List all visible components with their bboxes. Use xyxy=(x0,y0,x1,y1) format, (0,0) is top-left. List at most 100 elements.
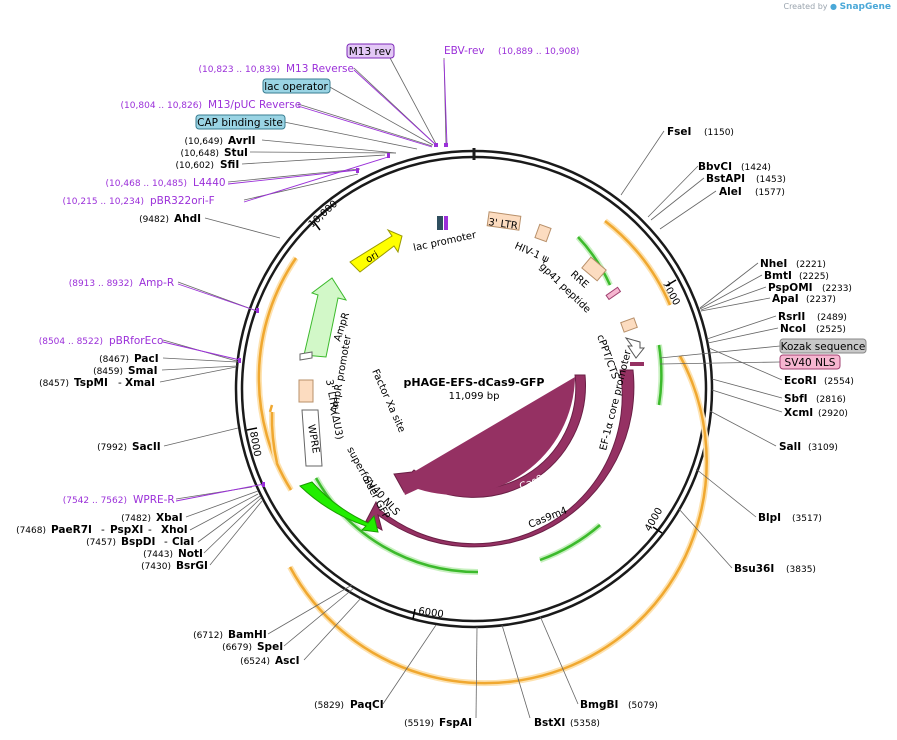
paqci-label[interactable]: PaqCI xyxy=(350,699,384,711)
credit-brand: SnapGene xyxy=(839,2,891,12)
leader-xcmi xyxy=(711,389,783,413)
fsei-label[interactable]: FseI xyxy=(667,126,691,138)
m13rev-badge[interactable] xyxy=(346,43,395,59)
sbfi-label[interactable]: SbfI xyxy=(784,393,808,405)
tick-8000 xyxy=(246,427,258,431)
l4440-label[interactable]: L4440 xyxy=(193,177,226,189)
cap-binding-badge[interactable] xyxy=(195,114,286,130)
bstapi-label[interactable]: BstAPI xyxy=(706,173,745,185)
ecori-label[interactable]: EcoRI xyxy=(784,375,817,387)
primer-leader-wprer xyxy=(175,483,265,502)
sfii-label[interactable]: SfiI xyxy=(220,159,239,171)
xmai-label[interactable]: XmaI xyxy=(125,377,155,389)
bstxi-label[interactable]: BstXI xyxy=(534,717,565,729)
avrii-label[interactable]: AvrII xyxy=(228,135,256,147)
sali-label[interactable]: SalI xyxy=(779,441,801,453)
sacii-coord: (7992) xyxy=(97,443,127,453)
pspxi-label[interactable]: PspXI xyxy=(110,524,143,536)
leader-apai xyxy=(700,297,771,312)
bsu36i-coord: (3835) xyxy=(786,565,816,575)
pspomi-label[interactable]: PspOMI xyxy=(768,282,813,294)
bsrgi-label[interactable]: BsrGI xyxy=(176,560,208,572)
lac-operator-badge[interactable] xyxy=(262,78,331,94)
left-labels: M13 rev (10,823 .. 10,839) M13 Reverse l… xyxy=(16,43,395,667)
tick-label-8000: 8000 xyxy=(247,431,262,458)
xhoi-label[interactable]: XhoI xyxy=(161,524,188,536)
ahdi-label[interactable]: AhdI xyxy=(174,213,201,225)
ebv-rev-label[interactable]: EBV-rev xyxy=(444,45,485,57)
avrii-coord: (10,649) xyxy=(184,137,223,147)
cap-binding-label: CAP binding site xyxy=(197,117,283,129)
lac-operator-feature xyxy=(437,216,443,230)
pbrforeco-coord: (8504 .. 8522) xyxy=(39,337,103,347)
ecori-coord: (2554) xyxy=(824,377,854,387)
blpi-label[interactable]: BlpI xyxy=(758,512,781,524)
sfii-coord: (10,602) xyxy=(175,161,214,171)
asci-label[interactable]: AscI xyxy=(275,655,300,667)
sacii-label[interactable]: SacII xyxy=(132,441,161,453)
rsrii-label[interactable]: RsrII xyxy=(778,311,805,323)
stui-label[interactable]: StuI xyxy=(224,147,248,159)
l4440-coord: (10,468 .. 10,485) xyxy=(106,179,187,189)
rre-feature xyxy=(581,256,607,282)
ampr-primer-label[interactable]: Amp-R xyxy=(139,277,174,289)
noti-label[interactable]: NotI xyxy=(178,548,203,560)
xbai-coord: (7482) xyxy=(121,514,151,524)
m13puc-label[interactable]: M13/pUC Reverse xyxy=(208,99,301,111)
leader-avrii xyxy=(261,139,397,154)
leader-lacop xyxy=(327,85,434,146)
leader-bstapi xyxy=(650,177,705,221)
leader-kozak xyxy=(659,345,781,359)
ampr-primer-coord: (8913 .. 8932) xyxy=(69,279,133,289)
spei-label[interactable]: SpeI xyxy=(257,641,283,653)
primer-tick-l4440 xyxy=(356,168,359,173)
bbvci-label[interactable]: BbvCI xyxy=(698,161,732,173)
smai-label[interactable]: SmaI xyxy=(128,365,158,377)
leader-l4440 xyxy=(227,168,361,183)
tspmi-sep: - xyxy=(118,377,122,389)
xbai-label[interactable]: XbaI xyxy=(156,512,183,524)
paqci-coord: (5829) xyxy=(314,701,344,711)
kozak-badge[interactable] xyxy=(779,338,867,354)
sali-coord: (3109) xyxy=(808,443,838,453)
apai-label[interactable]: ApaI xyxy=(772,293,799,305)
cppt-feature xyxy=(620,317,638,333)
pbrforeco-label[interactable]: pBRforEco xyxy=(109,335,163,347)
bamhi-label[interactable]: BamHI xyxy=(228,629,267,641)
bsu36i-label[interactable]: Bsu36I xyxy=(734,563,774,575)
leader-pbr322 xyxy=(243,173,359,201)
orange-arc-5 xyxy=(270,411,279,464)
xcmi-label[interactable]: XcmI xyxy=(784,407,813,419)
paer7i-label[interactable]: PaeR7I xyxy=(51,524,92,536)
clai-label[interactable]: ClaI xyxy=(172,536,194,548)
primer-site-feature xyxy=(444,216,448,230)
blpi-coord: (3517) xyxy=(792,514,822,524)
leader-m13puc xyxy=(297,103,433,147)
leader-cap xyxy=(283,121,418,150)
paer7i-sep-2: - xyxy=(148,524,152,536)
bspdi-label[interactable]: BspDI xyxy=(121,536,155,548)
bmti-label[interactable]: BmtI xyxy=(764,270,792,282)
primer-leader-m13reverse xyxy=(353,69,437,146)
tspmi-label[interactable]: TspMI xyxy=(74,377,108,389)
leader-nhei xyxy=(699,262,759,309)
sv40-nls-badge[interactable] xyxy=(779,354,841,370)
xcmi-coord: (2920) xyxy=(818,409,848,419)
alei-label[interactable]: AleI xyxy=(719,186,742,198)
leader-sv40 xyxy=(659,361,781,365)
leader-paer7i xyxy=(189,493,259,531)
leader-ncoi xyxy=(707,327,779,344)
pbr322-label[interactable]: pBR322ori-F xyxy=(150,195,215,207)
feature-factorxa-label: Factor Xa site xyxy=(369,368,407,435)
leader-spei xyxy=(283,587,355,647)
green-arc-2 xyxy=(657,344,663,406)
m13puc-coord: (10,804 .. 10,826) xyxy=(121,101,202,111)
nhei-label[interactable]: NheI xyxy=(760,258,787,270)
paci-label[interactable]: PacI xyxy=(134,353,159,365)
m13reverse-label[interactable]: M13 Reverse xyxy=(286,63,354,75)
bmgbi-label[interactable]: BmgBI xyxy=(580,699,618,711)
fspai-label[interactable]: FspAI xyxy=(439,717,472,729)
paci-coord: (8467) xyxy=(99,355,129,365)
ncoi-label[interactable]: NcoI xyxy=(780,323,806,335)
wprer-label[interactable]: WPRE-R xyxy=(133,494,175,506)
